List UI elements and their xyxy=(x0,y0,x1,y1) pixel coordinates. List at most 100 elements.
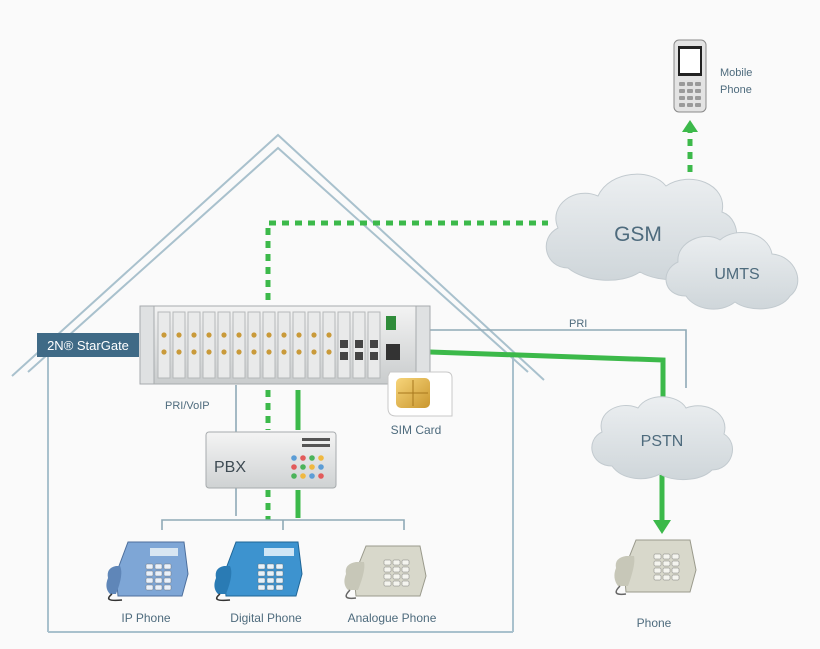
phone-key xyxy=(392,559,401,566)
antenna-connector xyxy=(236,349,242,355)
phone-key xyxy=(653,560,662,567)
phone-key xyxy=(383,559,392,566)
antenna-connector xyxy=(206,349,212,355)
power-switch-icon xyxy=(386,316,396,330)
pbx-led xyxy=(291,455,297,461)
phone-key xyxy=(662,574,671,581)
phone-key xyxy=(392,580,401,587)
rack-slot xyxy=(187,311,201,379)
pbx-led xyxy=(309,455,315,461)
phone-key xyxy=(392,566,401,573)
antenna-connector xyxy=(191,349,197,355)
phone-key xyxy=(671,553,680,560)
rack-slot xyxy=(262,311,276,379)
phone-key xyxy=(275,570,284,577)
pri-label: PRI xyxy=(569,318,587,330)
pri-voip-label: PRI/VoIP xyxy=(165,400,210,412)
digital-phone-icon[interactable] xyxy=(214,541,303,602)
phone-key xyxy=(257,563,266,570)
pbx-led xyxy=(318,464,324,470)
pbx-led xyxy=(309,464,315,470)
phone-key xyxy=(266,563,275,570)
phone-key xyxy=(671,574,680,581)
phone-key xyxy=(163,584,172,591)
antenna-connector xyxy=(251,349,257,355)
phone-key xyxy=(401,580,410,587)
phone-key xyxy=(154,563,163,570)
sim-card-label: SIM Card xyxy=(391,423,442,437)
antenna-connector xyxy=(281,332,287,338)
pbx-led xyxy=(291,473,297,479)
rack-slot xyxy=(307,311,321,379)
phone-key xyxy=(275,584,284,591)
phone-key xyxy=(653,567,662,574)
antenna-connector xyxy=(161,332,167,338)
rack-slot xyxy=(277,311,291,379)
port xyxy=(340,340,348,348)
antenna-connector xyxy=(266,349,272,355)
rack-slot xyxy=(202,311,216,379)
gsm-label: GSM xyxy=(614,223,662,246)
pstn-cloud[interactable] xyxy=(591,396,733,480)
phone-key xyxy=(145,577,154,584)
mobile-phone-icon[interactable] xyxy=(673,39,707,113)
phone-key xyxy=(145,570,154,577)
mobile-key xyxy=(687,96,693,100)
pbx-unit[interactable] xyxy=(205,431,337,489)
pri-wire xyxy=(430,329,687,388)
pbx-led xyxy=(300,455,306,461)
pstn-label: PSTN xyxy=(641,433,684,450)
sim-card xyxy=(387,371,453,417)
pbx-led xyxy=(318,455,324,461)
phone-key xyxy=(653,553,662,560)
rack-slot xyxy=(322,311,336,379)
phone-key xyxy=(266,577,275,584)
phone-key xyxy=(145,563,154,570)
phone-key xyxy=(145,584,154,591)
antenna-connector xyxy=(311,349,317,355)
phone-key xyxy=(163,570,172,577)
green-links xyxy=(265,132,693,522)
antenna-connector xyxy=(206,332,212,338)
phone-key xyxy=(266,584,275,591)
brand-text: 2N® StarGate xyxy=(47,338,129,353)
phone-key xyxy=(383,566,392,573)
analogue-phone-icon[interactable] xyxy=(344,545,427,600)
phone-key xyxy=(671,567,680,574)
umts-label: UMTS xyxy=(714,266,759,283)
phone-key xyxy=(662,560,671,567)
ip-phone-icon[interactable] xyxy=(106,541,189,602)
stargate-brand-label: 2N® StarGate xyxy=(37,333,139,357)
mobile-phone-label-line2: Phone xyxy=(720,84,752,96)
phone-key xyxy=(653,574,662,581)
pbx-led xyxy=(309,473,315,479)
pstn-phone-icon[interactable] xyxy=(614,539,697,596)
antenna-connector xyxy=(251,332,257,338)
port xyxy=(355,340,363,348)
phone-key xyxy=(383,573,392,580)
mobile-key xyxy=(695,103,701,107)
analogue-phone-label: Analogue Phone xyxy=(348,611,437,625)
port xyxy=(355,352,363,360)
gsm-dotted-link xyxy=(265,220,548,300)
mobile-key xyxy=(687,103,693,107)
phone-key xyxy=(275,563,284,570)
umts-cloud[interactable] xyxy=(665,232,799,310)
phone-key xyxy=(662,553,671,560)
house-outline xyxy=(11,133,545,633)
antenna-connector xyxy=(326,349,332,355)
phone-key xyxy=(257,570,266,577)
phone-key xyxy=(401,559,410,566)
phone-key xyxy=(671,560,680,567)
stargate-rack[interactable] xyxy=(139,305,431,385)
phone-key xyxy=(401,573,410,580)
phone-key xyxy=(401,566,410,573)
rack-slot xyxy=(247,311,261,379)
pbx-led xyxy=(318,473,324,479)
ip-phone-label: IP Phone xyxy=(121,611,170,625)
phone-key xyxy=(266,570,275,577)
mobile-key xyxy=(687,82,693,86)
phone-key xyxy=(154,584,163,591)
